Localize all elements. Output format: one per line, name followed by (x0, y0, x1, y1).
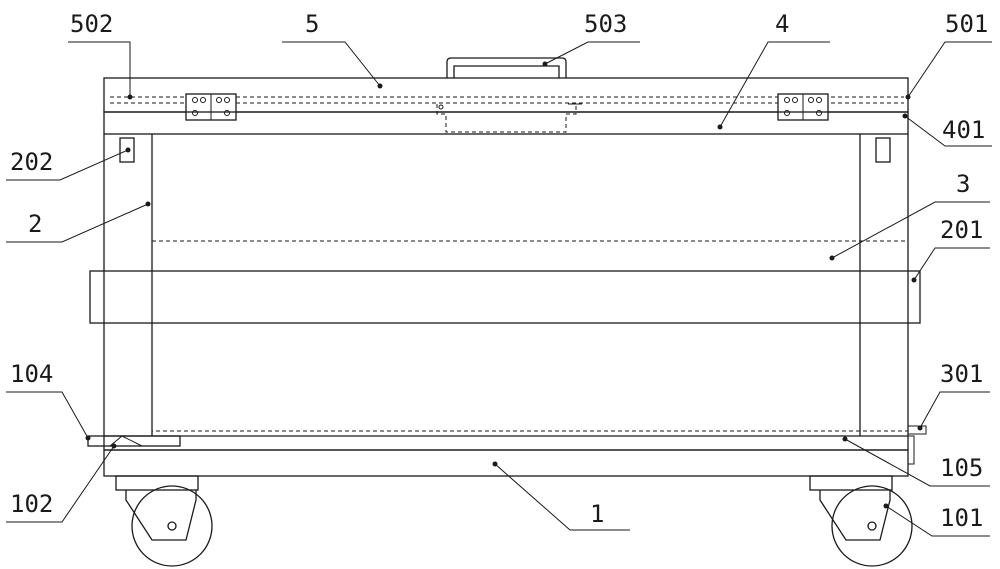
label-201: 201 (940, 216, 983, 244)
label-104: 104 (10, 360, 53, 388)
side-latch (907, 425, 927, 465)
top-frame (103, 103, 909, 135)
part-labels: 5 502 503 4 501 401 202 2 3 201 104 102 … (10, 10, 988, 532)
hinge-left (185, 93, 237, 121)
label-102: 102 (10, 490, 53, 518)
caster-right (809, 475, 913, 567)
base (103, 449, 909, 477)
label-401: 401 (942, 116, 985, 144)
label-4: 4 (775, 10, 789, 38)
label-202: 202 (10, 148, 53, 176)
inner-drawer (151, 240, 909, 432)
label-1: 1 (590, 500, 604, 528)
side-band (89, 270, 921, 324)
label-502: 502 (70, 10, 113, 38)
label-105: 105 (940, 454, 983, 482)
cabinet-body (103, 134, 909, 450)
caster-left (115, 475, 213, 567)
bottom-plate (104, 435, 908, 451)
label-501: 501 (945, 10, 988, 38)
lid-handle (446, 57, 567, 78)
label-2: 2 (28, 210, 42, 238)
label-503: 503 (584, 10, 627, 38)
label-3: 3 (956, 170, 970, 198)
leader-lines (6, 41, 992, 537)
hinge-right (777, 93, 829, 121)
pedal (87, 435, 181, 447)
label-101: 101 (940, 504, 983, 532)
label-301: 301 (940, 360, 983, 388)
label-5: 5 (305, 10, 319, 38)
